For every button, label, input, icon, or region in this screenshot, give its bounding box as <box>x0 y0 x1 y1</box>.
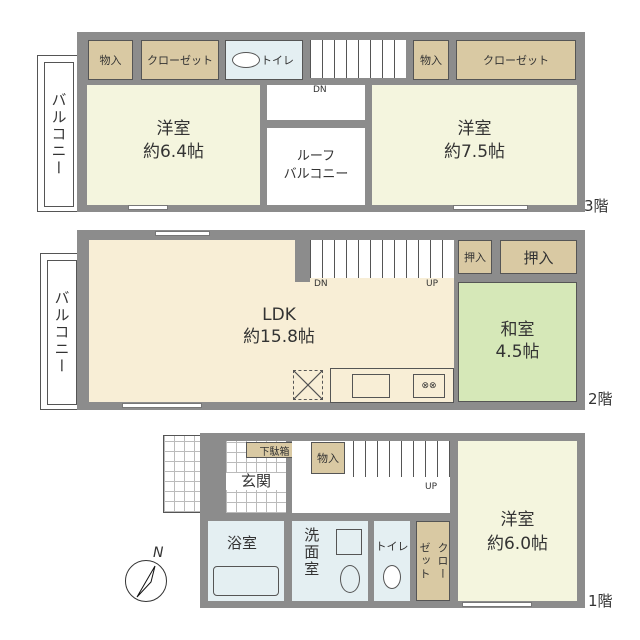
stairs-dn-label: DN <box>313 85 327 95</box>
hall-3f: DN <box>267 85 365 120</box>
room-size: 約15.8帖 <box>243 327 315 347</box>
stove-icon: ⊗⊗ <box>413 374 445 398</box>
room-name: 和室 <box>500 320 535 340</box>
compass-icon <box>125 560 167 602</box>
balcony-3f-label: バルコニー <box>49 92 68 177</box>
room-name: 洗面室 <box>302 527 321 578</box>
floor-label-2f: 2階 <box>588 390 613 408</box>
toilet-bowl-icon <box>383 565 401 589</box>
room-name: 玄関 <box>226 472 286 491</box>
bathroom: 浴室 <box>208 521 284 601</box>
sink-icon <box>352 374 390 398</box>
room-size: 約7.5帖 <box>443 142 506 162</box>
room-size: 約6.4帖 <box>142 142 205 162</box>
room-name: トイレ <box>375 540 409 553</box>
floor-2: バルコニー LDK 約15.8帖 DN UP ⊗⊗ 和室 4.5帖 押入 押入 … <box>0 220 640 420</box>
closet-3f-right[interactable]: クローゼット <box>456 40 576 80</box>
room-name: 洋室 <box>156 119 191 139</box>
monoire-3f-left[interactable]: 物入 <box>88 40 133 80</box>
bathtub-icon <box>213 566 279 596</box>
room-name: 浴室 <box>226 534 257 552</box>
monoire-3f-right[interactable]: 物入 <box>413 40 449 80</box>
room-name: 洋室 <box>500 510 535 530</box>
stairs-1f[interactable] <box>353 441 450 477</box>
room-western-7-5: 洋室 約7.5帖 <box>372 85 577 205</box>
room-washitsu: 和室 4.5帖 <box>458 282 577 402</box>
room-western-6-0: 洋室 約6.0帖 <box>458 441 577 601</box>
toilet-1f: トイレ <box>374 521 410 601</box>
fridge-space <box>293 370 323 400</box>
toilet-3f-label: トイレ <box>261 54 294 67</box>
washbasin-icon <box>340 565 360 593</box>
balcony-3f: バルコニー <box>37 55 79 212</box>
room-name: LDK <box>262 305 296 325</box>
closet-1f[interactable]: クロー ゼット <box>416 521 450 601</box>
roof-balcony: ルーフ バルコニー <box>267 128 365 205</box>
compass-north-label: N <box>153 545 164 561</box>
balcony-2f-label: バルコニー <box>52 290 71 375</box>
washroom: 洗面室 <box>292 521 368 601</box>
room-name: 洋室 <box>457 119 492 139</box>
stairs-dn-label: DN <box>314 279 328 289</box>
room-size: 約6.0帖 <box>486 534 549 554</box>
washing-machine-icon <box>336 529 362 555</box>
toilet-bowl-icon <box>232 52 260 68</box>
room-size: 4.5帖 <box>495 342 540 362</box>
monoire-1f[interactable]: 物入 <box>311 442 345 474</box>
stairs-up-label: UP <box>426 279 439 289</box>
stairs-3f[interactable] <box>310 40 406 78</box>
stairs-up-label: UP <box>425 482 438 492</box>
closet-3f-left[interactable]: クローゼット <box>141 40 219 80</box>
oshiire-small[interactable]: 押入 <box>458 240 492 274</box>
stairs-2f[interactable] <box>310 240 454 278</box>
floor-label-3f: 3階 <box>584 197 609 215</box>
oshiire-large[interactable]: 押入 <box>500 240 577 274</box>
floor-1: 玄関 下駄箱 UP 物入 浴室 洗面室 トイレ クロー ゼット 洋室 約6.0帖… <box>0 425 640 640</box>
room-western-6-4: 洋室 約6.4帖 <box>87 85 260 205</box>
balcony-2f: バルコニー <box>40 253 82 410</box>
floor-label-1f: 1階 <box>588 592 613 610</box>
floor-3: バルコニー 洋室 約6.4帖 物入 クローゼット トイレ DN ルーフ バルコニ… <box>0 0 640 215</box>
